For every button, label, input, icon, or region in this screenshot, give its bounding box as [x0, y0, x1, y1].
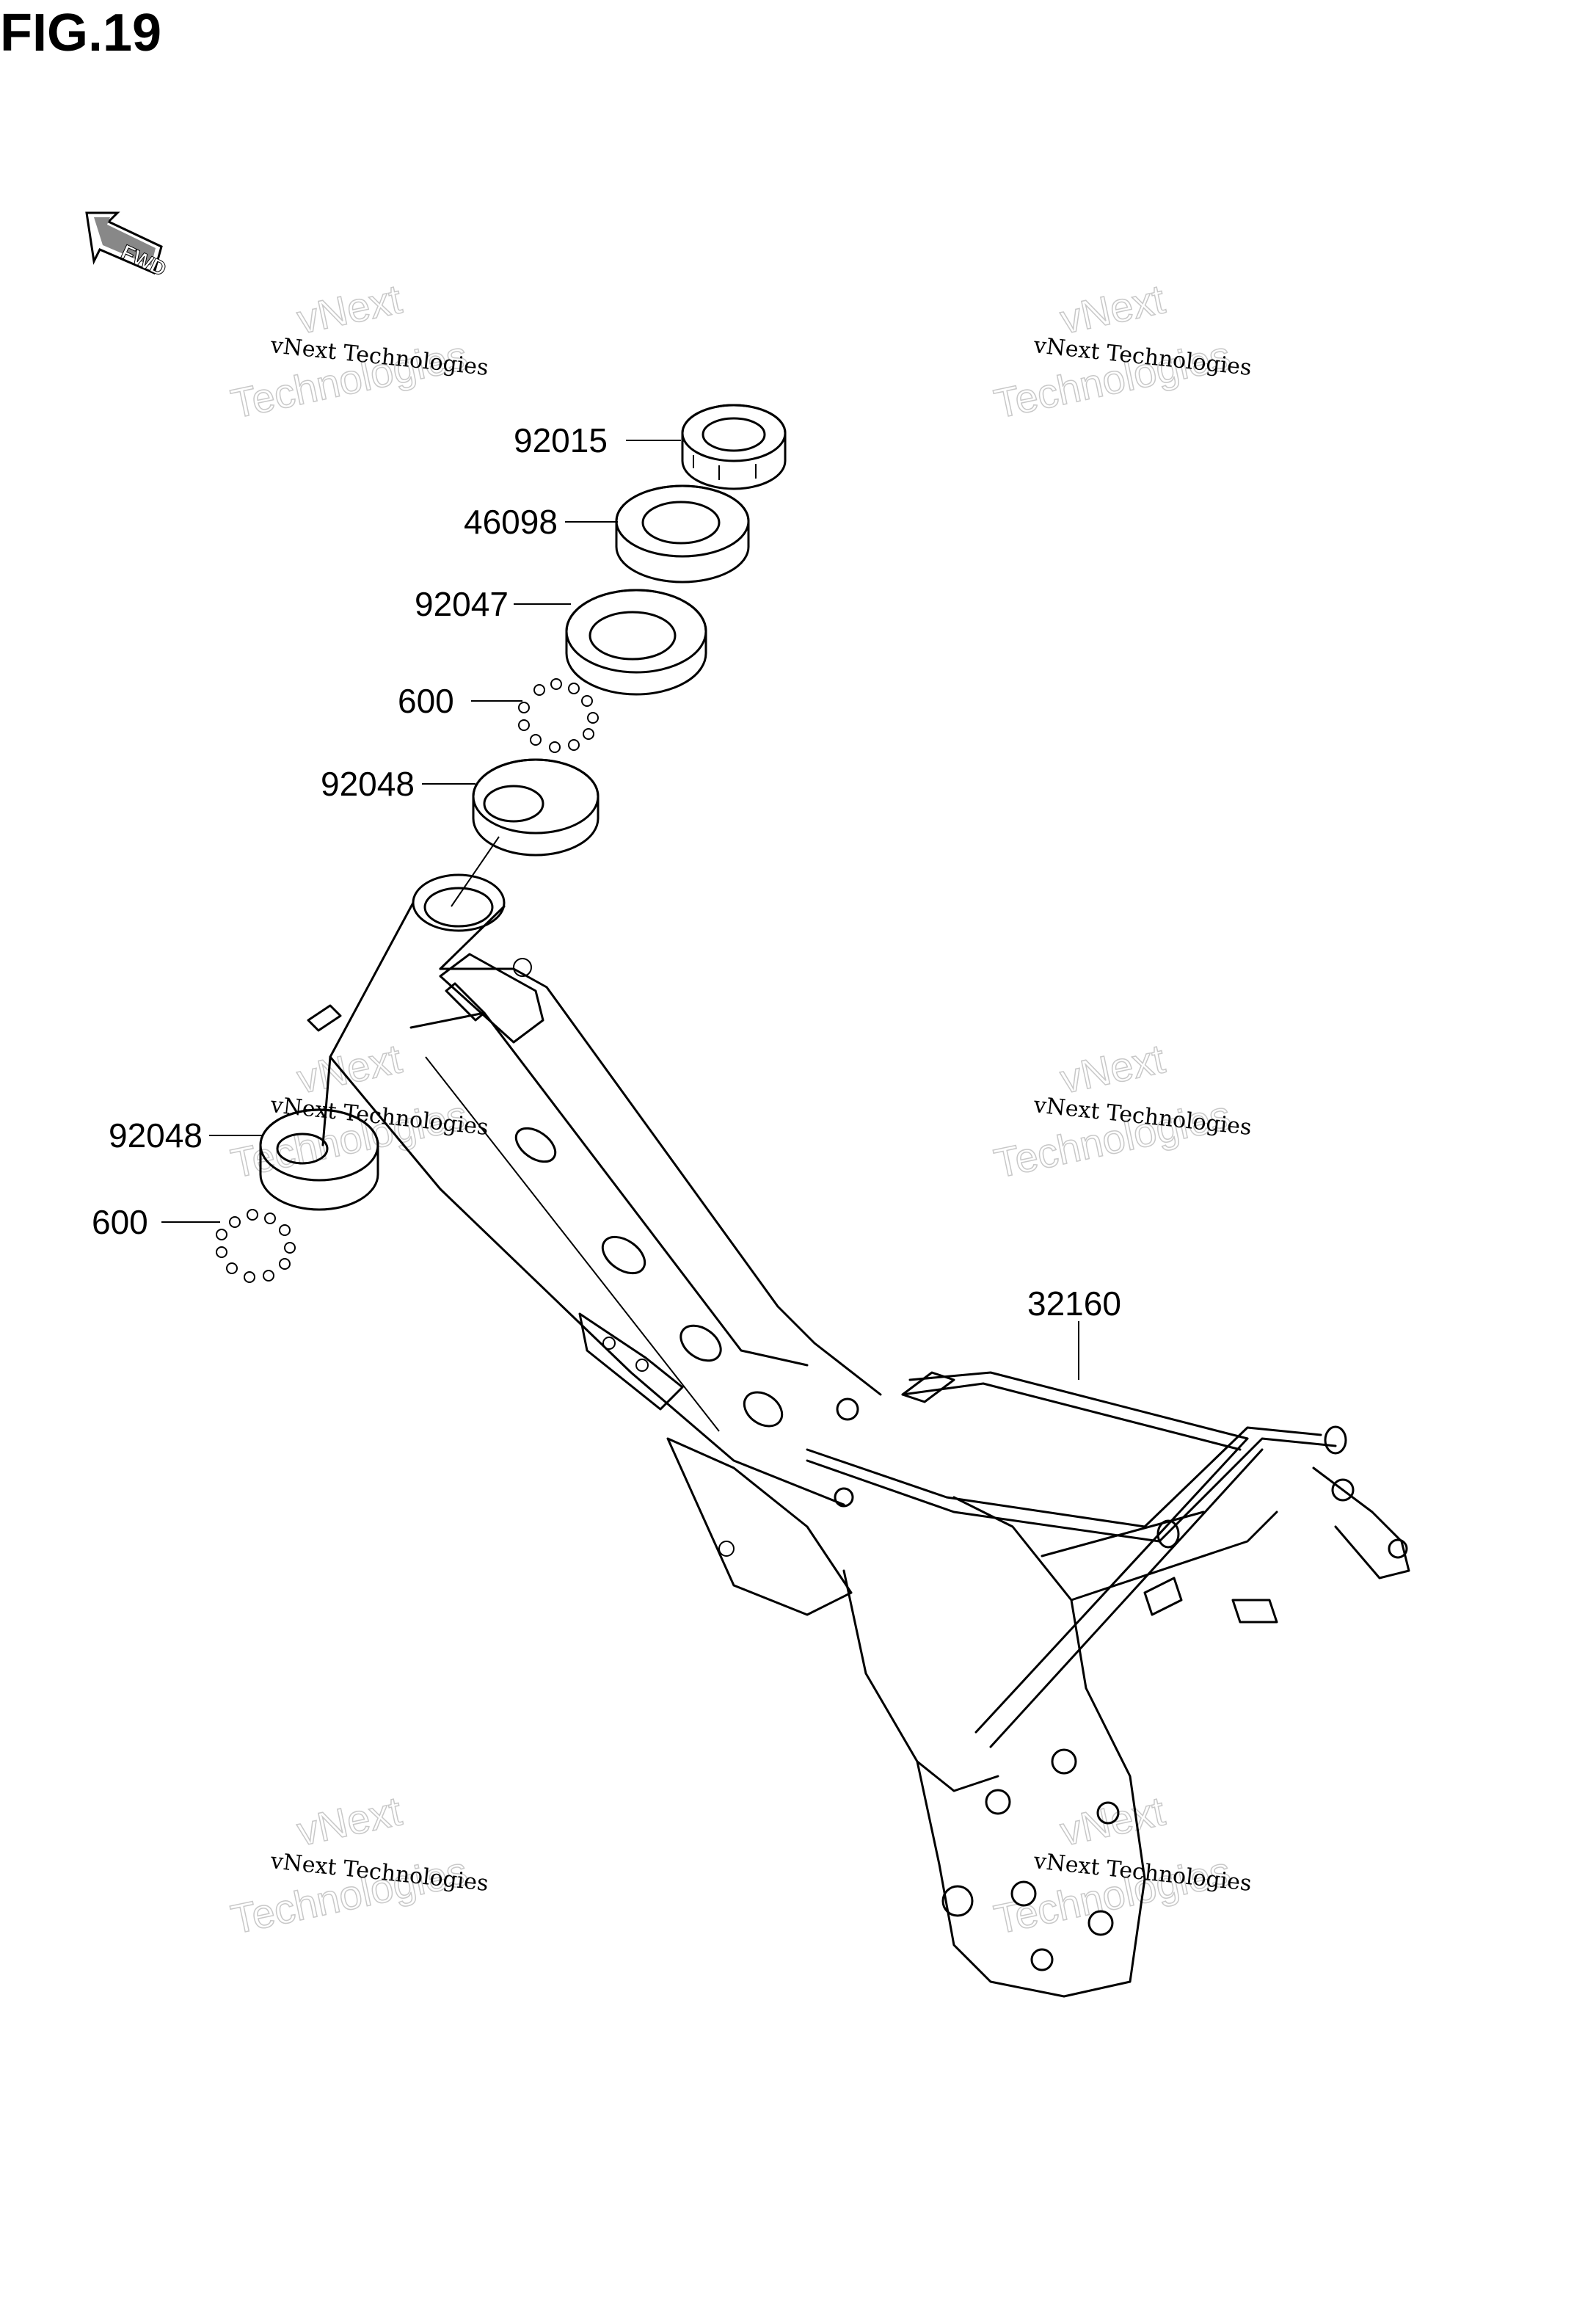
svg-text:vNext: vNext: [293, 1035, 406, 1102]
label-600-lower: 600: [92, 1203, 148, 1241]
label-92048-upper: 92048: [321, 765, 415, 803]
part-32160-frame[interactable]: [307, 873, 1410, 1998]
leader-lines: [161, 440, 1079, 1380]
part-600-lower-balls[interactable]: [216, 1209, 296, 1283]
label-32160: 32160: [1027, 1284, 1121, 1323]
part-46098-bearing-seal[interactable]: [615, 484, 750, 584]
watermark: vNext Technologies vNext Technologies vN…: [227, 275, 1253, 1944]
part-92048-upper-cup[interactable]: [472, 758, 600, 857]
svg-text:vNext: vNext: [1056, 275, 1169, 342]
label-600-upper: 600: [398, 682, 454, 720]
svg-text:vNext: vNext: [1056, 1035, 1169, 1102]
label-92015: 92015: [514, 421, 608, 459]
svg-text:vNext: vNext: [293, 275, 406, 342]
label-92048-lower: 92048: [109, 1116, 203, 1155]
label-46098: 46098: [464, 503, 558, 541]
label-92047: 92047: [415, 585, 509, 623]
figure-title: FIG.19: [0, 4, 162, 62]
svg-text:vNext: vNext: [293, 1787, 406, 1854]
part-92015-stem-nut[interactable]: [681, 404, 787, 490]
part-92047-upper-race[interactable]: [565, 589, 707, 696]
part-600-upper-balls[interactable]: [518, 678, 599, 753]
forward-arrow-icon: FWD: [85, 211, 170, 281]
part-labels: 92015 46098 92047 600 92048 92048 600 32…: [92, 421, 1121, 1323]
part-92048-lower-cup[interactable]: [259, 1108, 379, 1211]
